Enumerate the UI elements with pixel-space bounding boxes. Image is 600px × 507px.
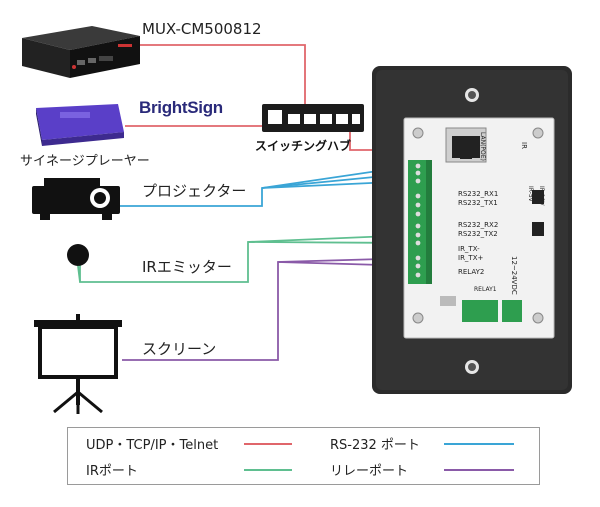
switching-hub-label: スイッチングハブ — [255, 139, 352, 153]
legend-rs232-line — [444, 443, 514, 445]
screen-label: スクリーン — [142, 340, 217, 358]
wall-plate — [372, 66, 572, 394]
legend-relay-text: リレーポート — [330, 464, 409, 479]
brightsign-logo: BrightSign — [139, 98, 223, 117]
projector-device — [32, 178, 120, 220]
legend-udp-line — [244, 443, 292, 445]
mux-device — [22, 26, 140, 78]
line-mux-to-hub — [138, 44, 306, 105]
switching-hub — [262, 104, 364, 132]
mux-label: MUX-CM500812 — [142, 20, 262, 38]
legend-ir-text: IRポート — [86, 464, 138, 479]
ir-emitter-label: IRエミッター — [142, 258, 232, 276]
legend-box: UDP・TCP/IP・Telnet RS-232 ポート IRポート リレーポー… — [67, 427, 540, 485]
line-screen-relay — [122, 257, 417, 361]
legend-ir-line — [244, 469, 292, 471]
legend-udp-text: UDP・TCP/IP・Telnet — [86, 438, 219, 453]
ir-emitter-device — [67, 244, 89, 283]
legend-rs232-text: RS-232 ポート — [330, 438, 420, 453]
brightsign-player — [36, 104, 124, 146]
projector-label: プロジェクター — [142, 182, 247, 200]
line-projector-rs232 — [120, 165, 413, 207]
legend-relay-line — [444, 469, 514, 471]
screen-device — [34, 314, 122, 414]
signage-player-label: サイネージプレーヤー — [20, 154, 150, 169]
